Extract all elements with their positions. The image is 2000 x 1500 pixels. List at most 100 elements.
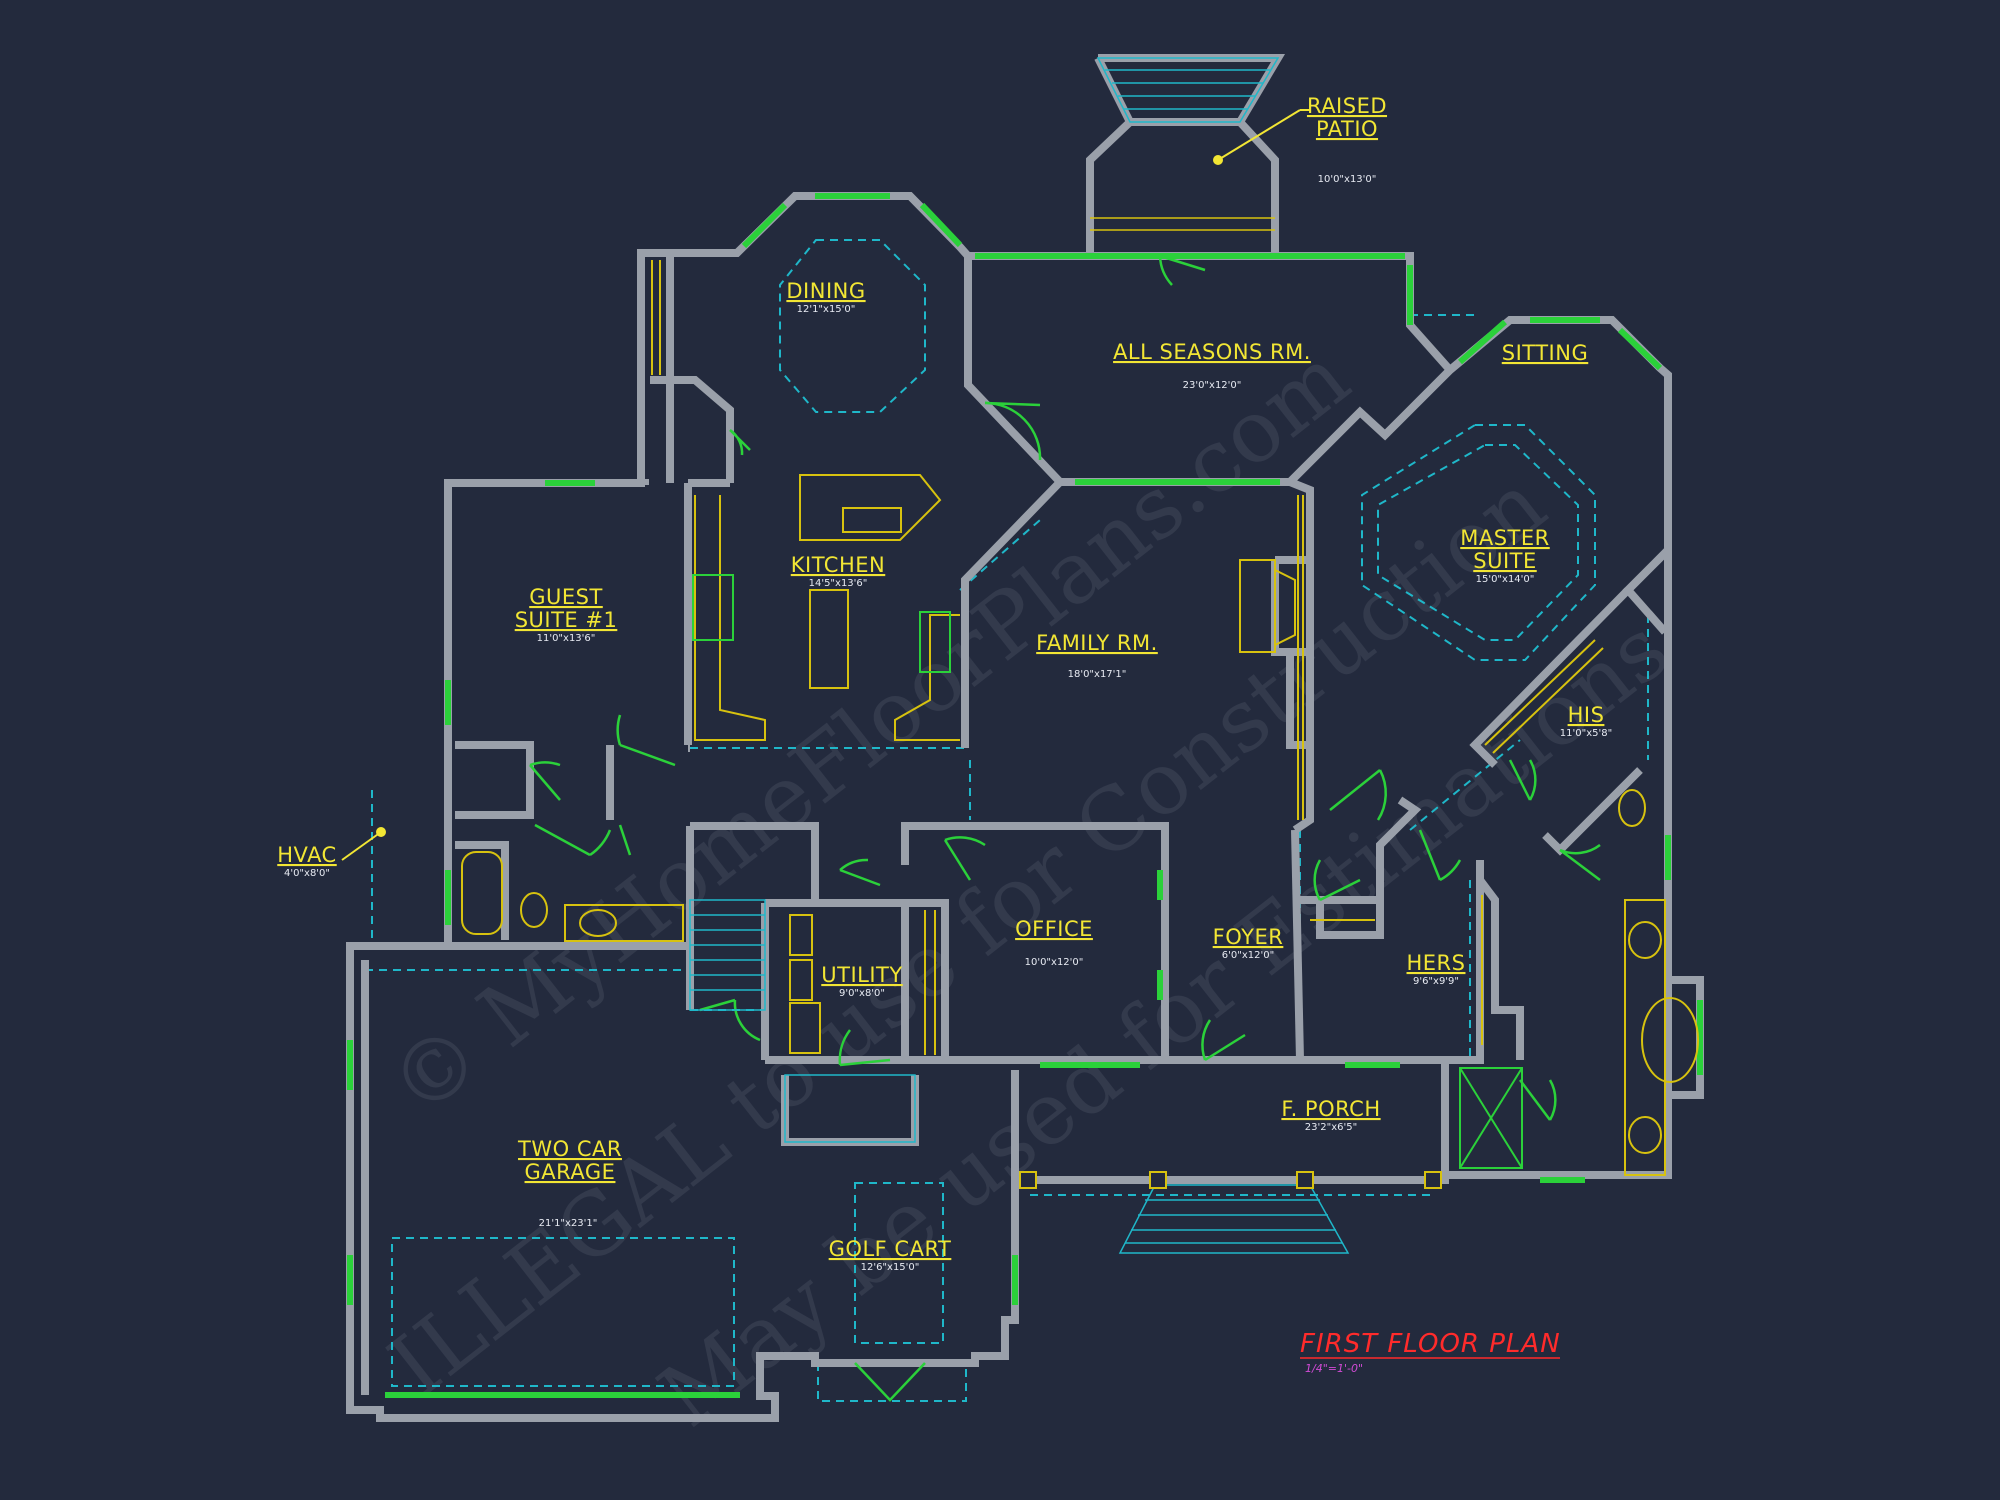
windows [347,193,1703,1398]
plan-scale: 1/4"=1'-0" [1305,1362,1363,1375]
dashed-outlines [365,239,1649,1402]
dims-golf-cart: 12'6"x15'0" [861,1262,920,1273]
door-utility-2 [838,1029,891,1067]
pantry-2 [650,376,734,483]
master-sink-2 [1628,1116,1662,1154]
label-sitting: SITTING [1502,341,1589,365]
dims-all-seasons: 23'0"x12'0" [1183,380,1242,391]
patio-leader [1217,109,1301,161]
label-garage-1: TWO CAR [517,1137,622,1161]
door-allseasons-kitchen [984,401,1042,461]
window-sitting-left [1458,319,1507,365]
master-tub [1641,997,1699,1083]
foyer-wall [1291,829,1304,1061]
door-front [1201,1019,1246,1062]
label-master-suite-1: MASTER [1460,526,1550,550]
entry-steps [784,1074,916,1143]
label-foyer: FOYER [1213,925,1284,949]
door-utility [839,858,881,887]
door-his [1508,759,1537,801]
dims-raised-patio: 10'0"x13'0" [1318,174,1377,185]
utility-top [765,899,949,1060]
master-toilet [1618,789,1646,827]
dims-hvac: 4'0"x8'0" [284,868,330,879]
kitchen-counter-left [694,495,766,741]
window-dining-left [741,202,788,249]
door-office [943,836,986,881]
fixtures [461,260,1699,1176]
label-hers: HERS [1407,951,1466,975]
door-guest-closet-2 [618,824,632,856]
label-guest-suite-1: GUEST [529,585,603,609]
stair-wall [690,822,819,903]
dims-office: 10'0"x12'0" [1025,957,1084,968]
range [692,574,734,641]
hers-right [1445,860,1484,1064]
utility-counter [789,1002,821,1054]
master-ceiling-inner [1377,444,1579,641]
door-guest-closet [534,823,612,857]
porch-column [1424,1171,1442,1189]
guest-tub [461,851,503,935]
dims-utility: 9'0"x8'0" [839,988,885,999]
dims-dining: 12'1"x15'0" [797,304,856,315]
washer [789,914,813,956]
label-garage-2: GARAGE [525,1160,616,1184]
patio-leader-dot [1213,155,1223,165]
label-dining: DINING [786,279,865,303]
plan-title: FIRST FLOOR PLAN [1300,1329,1561,1359]
label-raised-patio-1: RAISED [1307,94,1387,118]
dims-guest-suite: 11'0"x13'6" [537,633,596,644]
firebox [1274,568,1296,647]
label-master-suite-2: SUITE [1473,549,1537,573]
dims-f-porch: 23'2"x6'5" [1305,1122,1357,1133]
room-labels: RAISED PATIO 10'0"x13'0" DINING 12'1"x15… [277,94,1612,1273]
label-office: OFFICE [1015,917,1093,941]
master-shower [1459,1067,1523,1169]
door-golfcart [854,1362,926,1402]
kitchen-counter-right [894,614,960,741]
door-hers [1418,829,1462,882]
porch-wall [1011,1070,1449,1184]
dims-hers: 9'6"x9'9" [1413,976,1459,987]
title-block: FIRST FLOOR PLAN 1/4"=1'-0" [1300,1329,1561,1375]
label-utility: UTILITY [821,963,902,987]
door-pantry [729,428,751,456]
master-hall-dash [1409,739,1521,831]
family-left [961,479,1063,600]
dims-master-suite: 15'0"x14'0" [1476,574,1535,585]
hvac-leader-dot [376,827,386,837]
master-vanity [1624,899,1666,1176]
kitchen-cooktop [809,589,849,689]
door-guest-bath [529,761,561,801]
door-patio [1158,254,1206,286]
label-hvac: HVAC [277,843,336,867]
dims-garage: 21'1"x23'1" [539,1218,598,1229]
golf-cart-door-dash [817,1362,967,1402]
door-family-hall [1329,769,1387,821]
all-seasons-left [964,256,1063,485]
dims-family-rm: 18'0"x17'1" [1068,669,1127,680]
porch-columns [1019,1171,1442,1189]
label-f-porch: F. PORCH [1281,1097,1380,1121]
porch-column [1296,1171,1314,1189]
his-shelf [1484,639,1596,746]
dims-kitchen: 14'5"x13'6" [809,578,868,589]
hers-wall [1316,796,1422,939]
his-shelf [1492,647,1604,754]
guest-toilet [520,892,548,928]
hvac-leader [341,831,382,861]
label-guest-suite-2: SUITE #1 [515,608,618,632]
office-wall [901,822,1169,1060]
master-bath-wall [1542,767,1643,856]
label-family-rm: FAMILY RM. [1036,631,1158,655]
golf-cart-outline [854,1182,944,1344]
label-kitchen: KITCHEN [791,553,886,577]
steps [689,57,1350,1254]
dims-his: 11'0"x5'8" [1560,728,1612,739]
fridge [919,611,951,673]
hers-closet [1476,877,1524,1060]
door-shower [1519,1079,1557,1121]
dryer [789,959,813,1001]
